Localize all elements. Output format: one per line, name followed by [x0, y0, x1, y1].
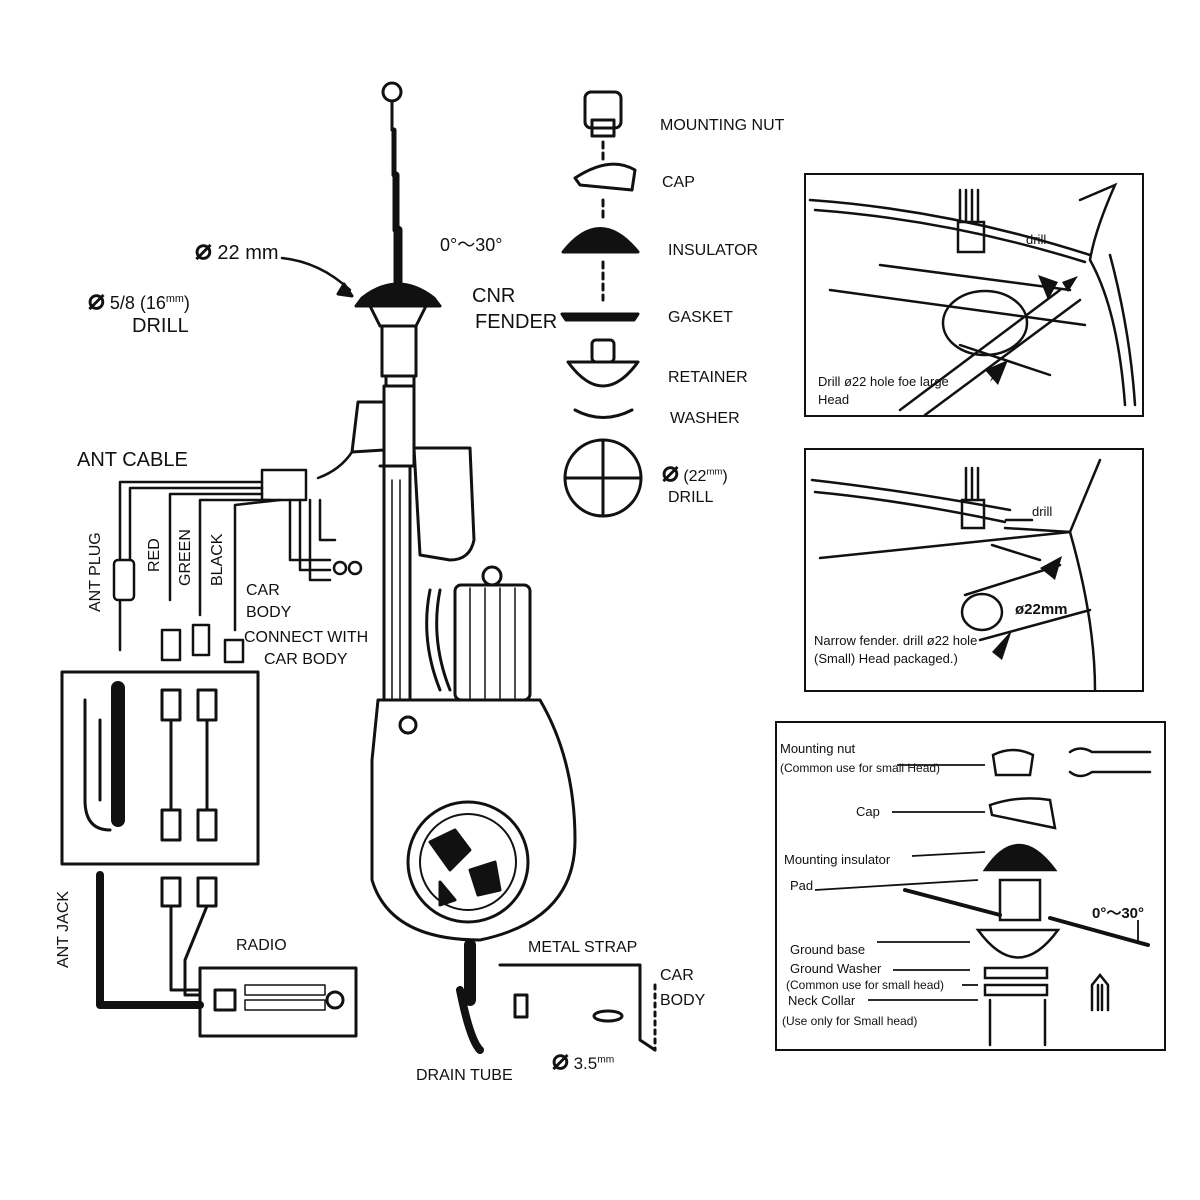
hole-close: ): [722, 468, 728, 485]
ant-cable-label: ANT CABLE: [77, 449, 188, 471]
p3-neck-collar: Neck Collar: [788, 993, 856, 1008]
panel-small-head-art: [903, 747, 1152, 1047]
radio-label: RADIO: [236, 937, 287, 954]
diameter-icon: ⌀: [552, 1044, 569, 1075]
metal-strap-label: METAL STRAP: [528, 939, 638, 956]
part-hole-size: ⌀ (22mm): [662, 458, 728, 486]
angle-label: 0°～30°: [440, 235, 503, 255]
p3-mounting-nut-note: (Common use for small Head): [780, 761, 941, 775]
cnr-label: CNR: [472, 285, 516, 307]
p3-pad: Pad: [790, 878, 814, 893]
part-drill: DRILL: [668, 489, 714, 506]
panel-large-head-art: [808, 182, 1137, 417]
dia-35-label: ⌀ 3.5mm: [552, 1046, 614, 1074]
panel1-caption: Drill ø22 hole foe large Head: [818, 374, 949, 407]
arrow-1: [1062, 276, 1078, 292]
connect-with-label: CONNECT WITH: [244, 629, 369, 646]
panel1-drill-label: drill: [1026, 232, 1047, 247]
part-gasket: GASKET: [668, 309, 733, 326]
diameter-icon: ⌀: [662, 456, 679, 487]
p3-angle: 0°～30°: [1092, 905, 1145, 922]
drill-dia-unit: mm: [165, 293, 184, 305]
drill-dia-size: 5/8 (16: [109, 293, 166, 313]
ant-plug-label: ANT PLUG: [87, 532, 104, 612]
panel-large-head: [804, 173, 1144, 417]
ant-jack-label: ANT JACK: [55, 890, 72, 968]
panel2-caption: Narrow fender. drill ø22 hole (Small) He…: [814, 633, 978, 666]
antenna-head: [354, 282, 442, 388]
part-retainer: RETAINER: [668, 369, 748, 386]
dia-35-unit: mm: [597, 1054, 615, 1066]
p3-ground-washer-note: (Common use for small head): [786, 978, 945, 992]
green-wire-label: GREEN: [177, 529, 194, 586]
part-mounting-nut: MOUNTING NUT: [660, 117, 785, 134]
part-insulator: INSULATOR: [668, 242, 759, 259]
panel2-size-label: ø22mm: [1015, 601, 1068, 618]
dia-leader: [280, 256, 352, 292]
metal-strap: [498, 963, 657, 1052]
part-cap: CAP: [662, 174, 695, 191]
connector-box: [60, 670, 260, 866]
radio-wiring: [96, 871, 218, 1009]
antenna-body: [350, 384, 577, 942]
p3-mounting-nut: Mounting nut: [780, 741, 856, 756]
part-washer: WASHER: [670, 410, 740, 427]
drain-tube: [456, 939, 529, 1054]
p3-neck-collar-note: (Use only for Small head): [782, 1014, 918, 1028]
drain-tube-label: DRAIN TUBE: [416, 1067, 513, 1084]
drill-dia-label: ⌀ 5/8 (16mm): [88, 286, 190, 314]
panel-narrow-fender: [804, 448, 1144, 692]
dia-22-label: ⌀ 22 mm: [195, 236, 279, 264]
black-wire-label: BLACK: [209, 533, 226, 586]
p3-ground-washer: Ground Washer: [790, 961, 882, 976]
hole-unit: mm: [706, 466, 723, 478]
ant-cable-lines: [118, 450, 354, 652]
car-label: CAR: [660, 967, 694, 984]
wire-connectors: [160, 560, 363, 664]
diameter-icon: ⌀: [88, 284, 105, 315]
car-body-label: CAR BODY: [246, 582, 292, 621]
radio-unit: [198, 966, 358, 1038]
p3-cap: Cap: [856, 804, 880, 819]
drill-dia-close: ): [183, 293, 190, 313]
ant-plug-shape: [112, 558, 136, 602]
diameter-icon: ⌀: [195, 234, 212, 265]
p3-ground-base: Ground base: [790, 942, 866, 957]
exploded-parts: [560, 90, 643, 518]
dia-22-text: 22 mm: [217, 242, 279, 264]
dia-35-text: 3.5: [573, 1054, 598, 1073]
panel-small-head: [775, 721, 1166, 1051]
panel2-drill-label: drill: [1032, 504, 1053, 519]
drill-label: DRILL: [132, 315, 189, 337]
body-label: BODY: [660, 992, 706, 1009]
car-body-2-label: CAR BODY: [264, 651, 348, 668]
red-wire-label: RED: [146, 538, 163, 572]
fender-label: FENDER: [475, 311, 558, 333]
p3-mounting-insulator: Mounting insulator: [784, 852, 891, 867]
panel-narrow-fender-art: [810, 458, 1102, 692]
hole-open: (22: [683, 468, 707, 485]
antenna-mast: [381, 81, 403, 290]
